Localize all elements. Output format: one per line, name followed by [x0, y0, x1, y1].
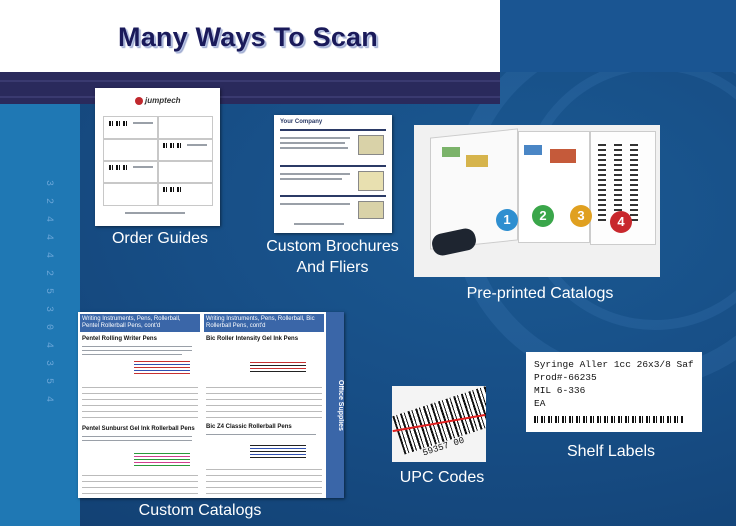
catalog-header-left: Writing Instruments, Pens, Rollerball, P… — [80, 314, 200, 332]
catalog-color-block — [466, 155, 488, 167]
guide-cell — [157, 182, 213, 206]
catalog-table — [82, 384, 198, 418]
band-stripe — [0, 96, 500, 98]
catalog-text — [82, 354, 182, 355]
brochure-rule — [280, 195, 386, 197]
brochure-product-box — [358, 201, 384, 219]
shelf-label-line: Syringe Aller 1cc 26x3/8 Saf — [534, 359, 694, 370]
brochure-rule — [280, 129, 386, 131]
catalog-text — [82, 350, 192, 351]
jumptech-logo-mark — [135, 96, 143, 105]
guide-barcode — [163, 143, 183, 148]
guide-cell — [103, 182, 159, 206]
catalog-barcode-column — [598, 141, 606, 221]
catalog-color-block — [550, 149, 576, 163]
catalog-barcode-column — [630, 141, 638, 221]
catalog-section-2: Bic Roller Intensity Gel Ink Pens — [206, 336, 299, 342]
shelf-label-image: Syringe Aller 1cc 26x3/8 Saf Prod#-66235… — [526, 352, 702, 432]
shelf-label-line: Prod#-66235 — [534, 372, 597, 383]
catalog-table — [206, 384, 322, 418]
guide-barcode — [163, 187, 183, 192]
preprinted-caption: Pre-printed Catalogs — [466, 285, 614, 302]
brochure-image: Your Company — [274, 115, 392, 233]
guide-cell — [103, 138, 159, 162]
catalog-section-1: Pentel Rolling Writer Pens — [82, 336, 157, 342]
guide-text-line — [187, 144, 207, 146]
catalog-color-block — [524, 145, 542, 155]
guide-cell — [103, 160, 159, 184]
brochure-text — [280, 173, 350, 175]
brochure-text — [280, 137, 350, 139]
guide-text-line — [125, 212, 185, 214]
brochures-caption-line1: Custom Brochures — [266, 238, 399, 255]
catalog-header-right: Writing Instruments, Pens, Rollerball, B… — [204, 314, 324, 332]
catalog-text — [82, 346, 192, 347]
brochures-caption: Custom Brochures And Fliers — [250, 236, 415, 278]
pen-image — [250, 444, 306, 458]
shelf-label-line: EA — [534, 398, 546, 409]
catalog-color-block — [442, 147, 460, 157]
order-guides-caption: Order Guides — [111, 230, 209, 247]
step-1-badge: 1 — [496, 209, 518, 231]
guide-text-line — [133, 122, 153, 124]
brochure-header: Your Company — [280, 119, 323, 125]
catalog-table — [82, 472, 198, 494]
brochure-text — [280, 142, 345, 144]
custom-catalogs-caption: Custom Catalogs — [138, 502, 262, 519]
jumptech-logo-text: jumptech — [145, 96, 181, 105]
guide-barcode — [109, 165, 129, 170]
step-4-badge: 4 — [610, 211, 632, 233]
order-guide-image: jumptech — [95, 88, 220, 226]
shelf-labels-caption: Shelf Labels — [566, 443, 656, 460]
custom-catalog-image: Writing Instruments, Pens, Rollerball, P… — [78, 312, 344, 498]
brochures-caption-line2: And Fliers — [296, 259, 369, 276]
title-bar-accent — [500, 0, 736, 72]
preprinted-catalog-image: 1 2 3 4 — [414, 125, 660, 277]
guide-cell — [157, 116, 213, 140]
dark-band — [0, 72, 500, 104]
brochure-rule — [280, 165, 386, 167]
upc-caption: UPC Codes — [399, 469, 485, 486]
brochure-product-box — [358, 135, 384, 155]
left-accent-strip — [0, 104, 80, 526]
catalog-barcode-column — [614, 141, 622, 221]
brochure-text — [280, 203, 350, 205]
slide-title: Many Ways To Scan — [118, 22, 378, 52]
brochure-text — [280, 178, 342, 180]
brochure-product-box — [358, 171, 384, 191]
guide-cell — [157, 138, 213, 162]
guide-cell — [157, 160, 213, 184]
catalog-side-tab: Office Supplies — [326, 312, 344, 498]
catalog-text — [82, 440, 192, 441]
catalog-table — [206, 466, 322, 494]
jumptech-logo: jumptech — [135, 96, 185, 108]
upc-image: 59357 00 — [392, 386, 486, 462]
pen-image — [250, 360, 306, 372]
brochure-text — [294, 223, 344, 225]
band-stripe — [0, 80, 500, 82]
catalog-section-4: Bic Z4 Classic Rollerball Pens — [206, 424, 292, 430]
shelf-label-line: MIL 6-336 — [534, 385, 586, 396]
guide-barcode — [109, 121, 129, 126]
pen-image — [134, 360, 190, 374]
shelf-label-barcode — [534, 416, 684, 423]
step-3-badge: 3 — [570, 205, 592, 227]
step-2-badge: 2 — [532, 205, 554, 227]
guide-cell — [103, 116, 159, 140]
brochure-text — [280, 147, 348, 149]
catalog-text — [82, 436, 192, 437]
side-barcode-digits: 3 2 4 4 4 2 5 3 0 4 3 5 4 — [43, 180, 54, 406]
guide-text-line — [133, 166, 153, 168]
pen-image — [134, 452, 190, 466]
catalog-section-3: Pentel Sunburst Gel Ink Rollerball Pens — [82, 426, 195, 432]
catalog-text — [206, 434, 316, 435]
